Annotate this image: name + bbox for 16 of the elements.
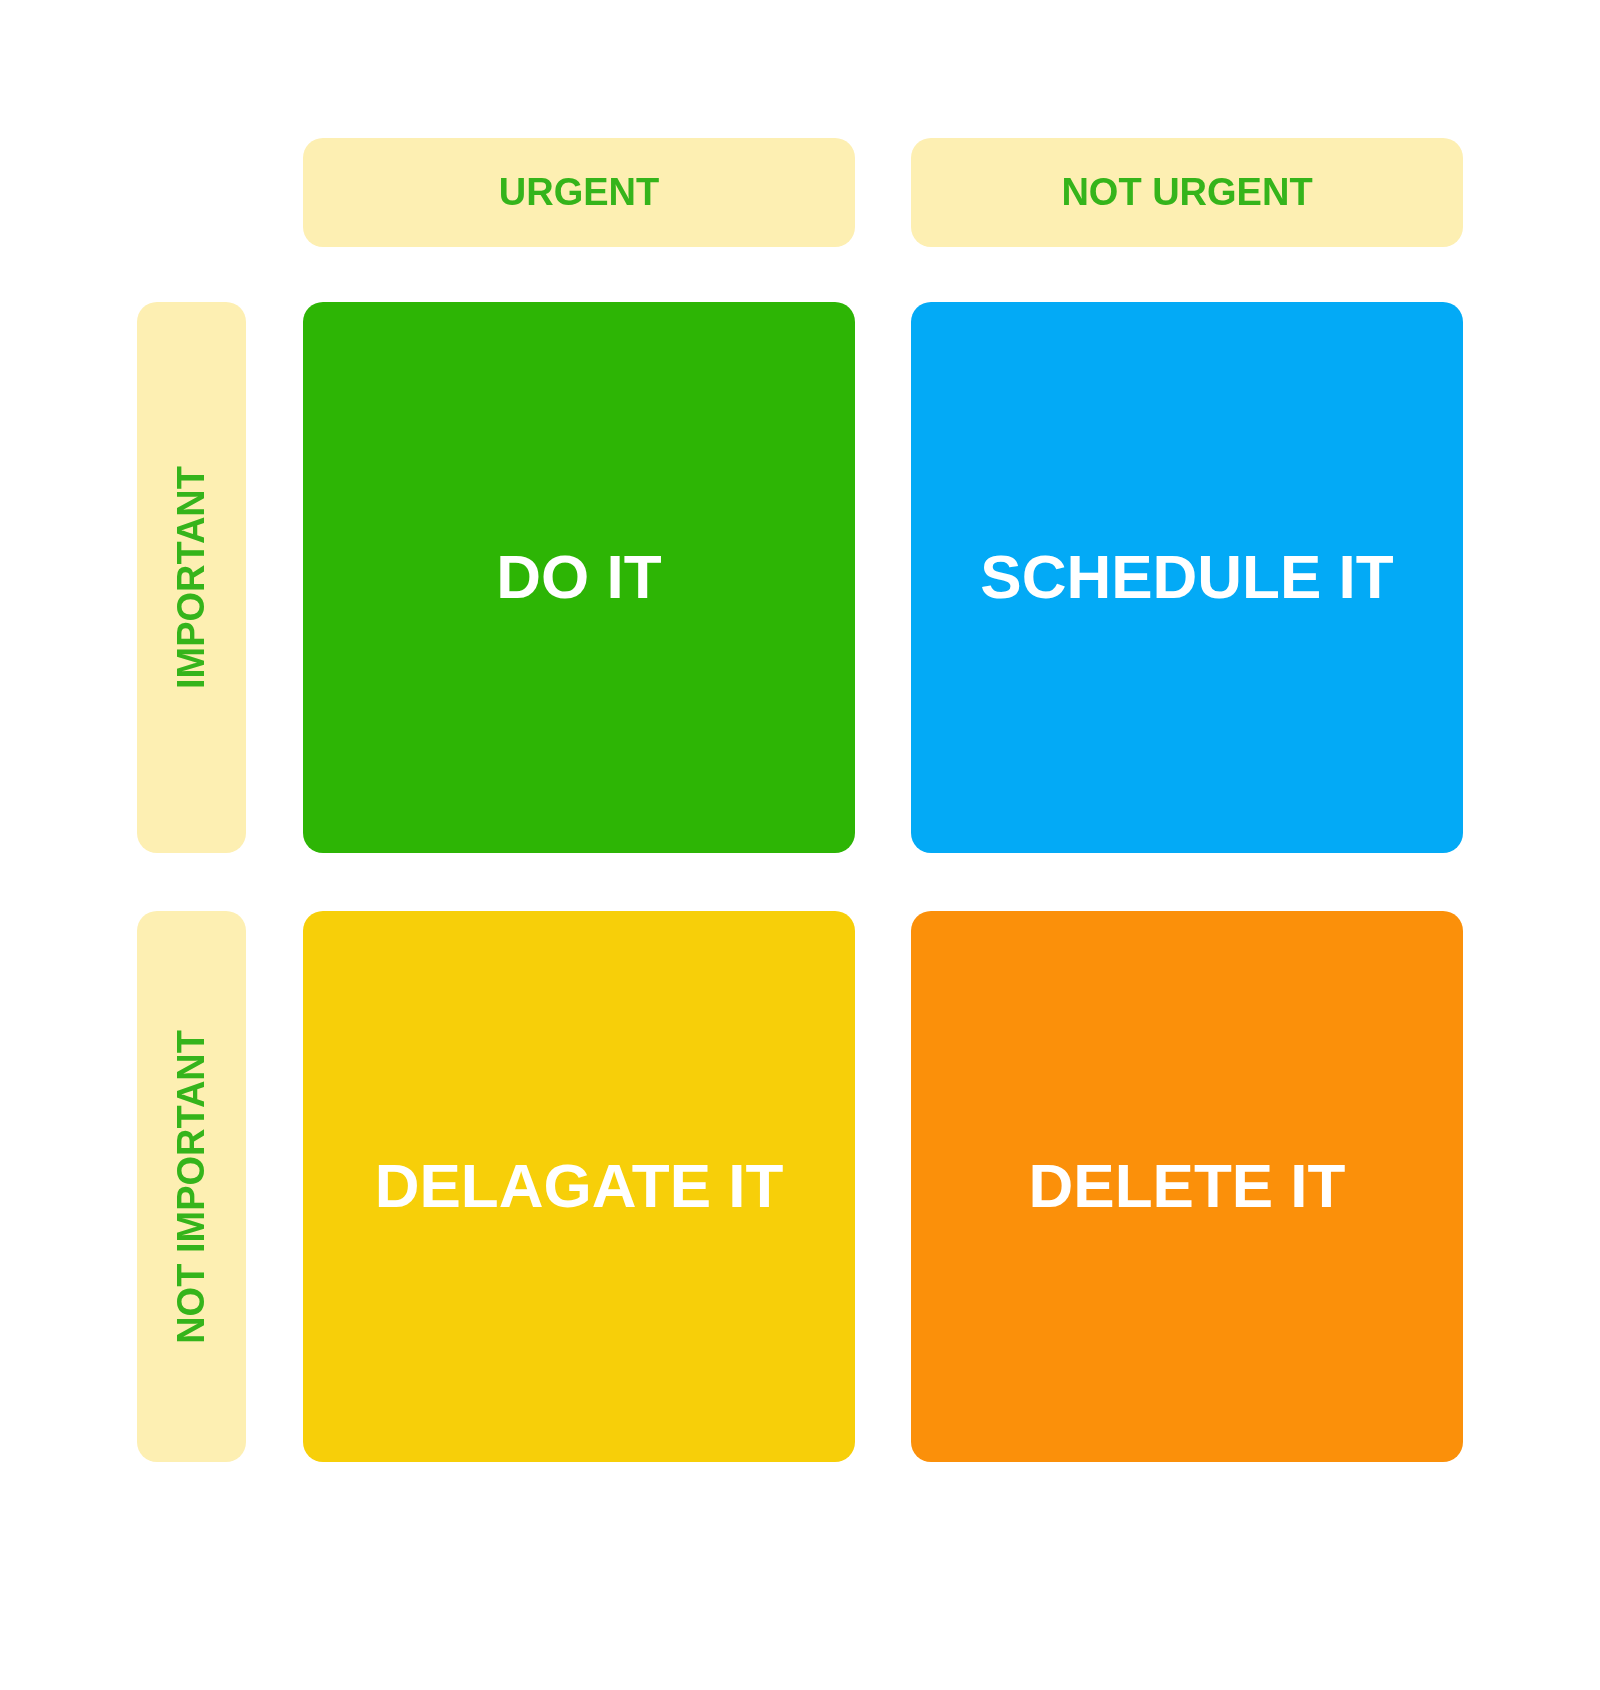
quadrant-label: DELAGATE IT <box>374 1152 784 1221</box>
axis-label: NOT URGENT <box>1061 171 1313 214</box>
quadrant-tile <box>303 911 855 1462</box>
axis-header-tile <box>137 911 246 1462</box>
axis-label: URGENT <box>498 171 660 214</box>
axis-label: IMPORTANT <box>170 465 213 689</box>
quadrant-label: SCHEDULE IT <box>980 543 1394 612</box>
axis-header-tile <box>911 138 1463 247</box>
quadrant-tile <box>911 302 1463 853</box>
axis-label: NOT IMPORTANT <box>170 1029 213 1344</box>
quadrant-tile <box>303 302 855 853</box>
axis-header-tile <box>137 302 246 853</box>
quadrant-label: DELETE IT <box>1028 1152 1346 1221</box>
quadrant-label: DO IT <box>496 543 662 612</box>
axis-header-tile <box>303 138 855 247</box>
quadrant-tile <box>911 911 1463 1462</box>
